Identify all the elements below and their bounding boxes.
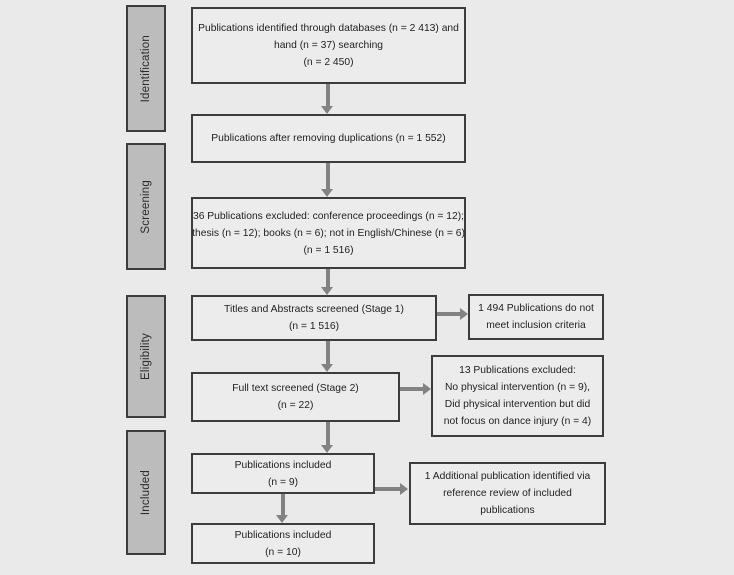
- stage-label-included: Included: [140, 469, 152, 516]
- stage-box-eligibility: Eligibility: [126, 295, 166, 418]
- node-13-publications-excluded: 13 Publications excluded: No physical in…: [431, 355, 604, 437]
- connector-duplicates-to-excluded36: [326, 163, 330, 191]
- connector-titles-to-fulltext: [326, 341, 330, 367]
- node-line: Publications after removing duplications…: [211, 133, 446, 144]
- connector-excluded36-to-titles: [326, 269, 330, 290]
- arrowhead-down-icon: [321, 287, 333, 295]
- node-36-publications-excluded: 36 Publications excluded: conference pro…: [191, 197, 466, 269]
- node-line: (n = 1 516): [288, 321, 340, 332]
- node-line: meet inclusion criteria: [486, 320, 586, 331]
- node-line: Did physical intervention but did: [444, 399, 591, 410]
- arrowhead-right-icon: [423, 383, 431, 395]
- node-line: Publications included: [234, 459, 332, 471]
- node-line: 13 Publications excluded:: [459, 365, 576, 376]
- node-line: hand (n = 37) searching: [273, 40, 384, 51]
- node-line: (n = 9): [267, 476, 299, 488]
- node-line: (n = 1 516): [303, 244, 354, 256]
- stage-box-screening: Screening: [126, 143, 166, 270]
- node-line: 1 494 Publications do not: [478, 303, 594, 314]
- arrowhead-down-icon: [321, 189, 333, 197]
- node-line: publications: [480, 505, 535, 516]
- node-line: Titles and Abstracts screened (Stage 1): [224, 304, 404, 315]
- node-line: (n = 22): [277, 400, 314, 411]
- node-line: 36 Publications excluded: conference pro…: [192, 210, 465, 222]
- connector-included9-to-included10: [281, 494, 285, 518]
- arrowhead-down-icon: [321, 364, 333, 372]
- arrowhead-right-icon: [400, 483, 408, 495]
- stage-label-identification: Identification: [140, 34, 152, 103]
- node-line: (n = 10): [265, 546, 301, 558]
- stage-box-included: Included: [126, 430, 166, 555]
- connector-included9-to-additional: [375, 487, 402, 491]
- node-line: Full text screened (Stage 2): [232, 383, 359, 394]
- connector-titles-to-not-meeting-criteria: [437, 312, 462, 316]
- node-full-text-screened: Full text screened (Stage 2) (n = 22): [191, 372, 400, 422]
- node-after-removing-duplications: Publications after removing duplications…: [191, 114, 466, 163]
- node-not-meeting-inclusion-criteria: 1 494 Publications do not meet inclusion…: [468, 294, 604, 340]
- node-line: 1 Additional publication identified via: [424, 471, 591, 482]
- node-publications-included-9: Publications included (n = 9): [191, 453, 375, 494]
- connector-fulltext-to-included9: [326, 422, 330, 448]
- node-titles-abstracts-screened: Titles and Abstracts screened (Stage 1) …: [191, 295, 437, 341]
- node-line: Publications included: [234, 529, 332, 541]
- node-publications-identified: Publications identified through database…: [191, 7, 466, 84]
- connector-identified-to-duplicates: [326, 84, 330, 108]
- arrowhead-right-icon: [460, 308, 468, 320]
- stage-label-eligibility: Eligibility: [140, 333, 152, 380]
- stage-label-screening: Screening: [140, 179, 152, 234]
- node-line: Publications identified through database…: [198, 23, 459, 34]
- node-line: No physical intervention (n = 9),: [444, 382, 591, 393]
- node-publications-included-10: Publications included (n = 10): [191, 523, 375, 564]
- arrowhead-down-icon: [321, 445, 333, 453]
- stage-box-identification: Identification: [126, 5, 166, 132]
- node-line: thesis (n = 12); books (n = 6); not in E…: [192, 227, 465, 239]
- node-line: (n = 2 450): [303, 57, 354, 68]
- node-line: not focus on dance injury (n = 4): [443, 416, 592, 427]
- node-additional-publication: 1 Additional publication identified via …: [409, 462, 606, 525]
- connector-fulltext-to-excluded13: [400, 387, 425, 391]
- arrowhead-down-icon: [276, 515, 288, 523]
- node-line: reference review of included: [443, 488, 572, 499]
- arrowhead-down-icon: [321, 106, 333, 114]
